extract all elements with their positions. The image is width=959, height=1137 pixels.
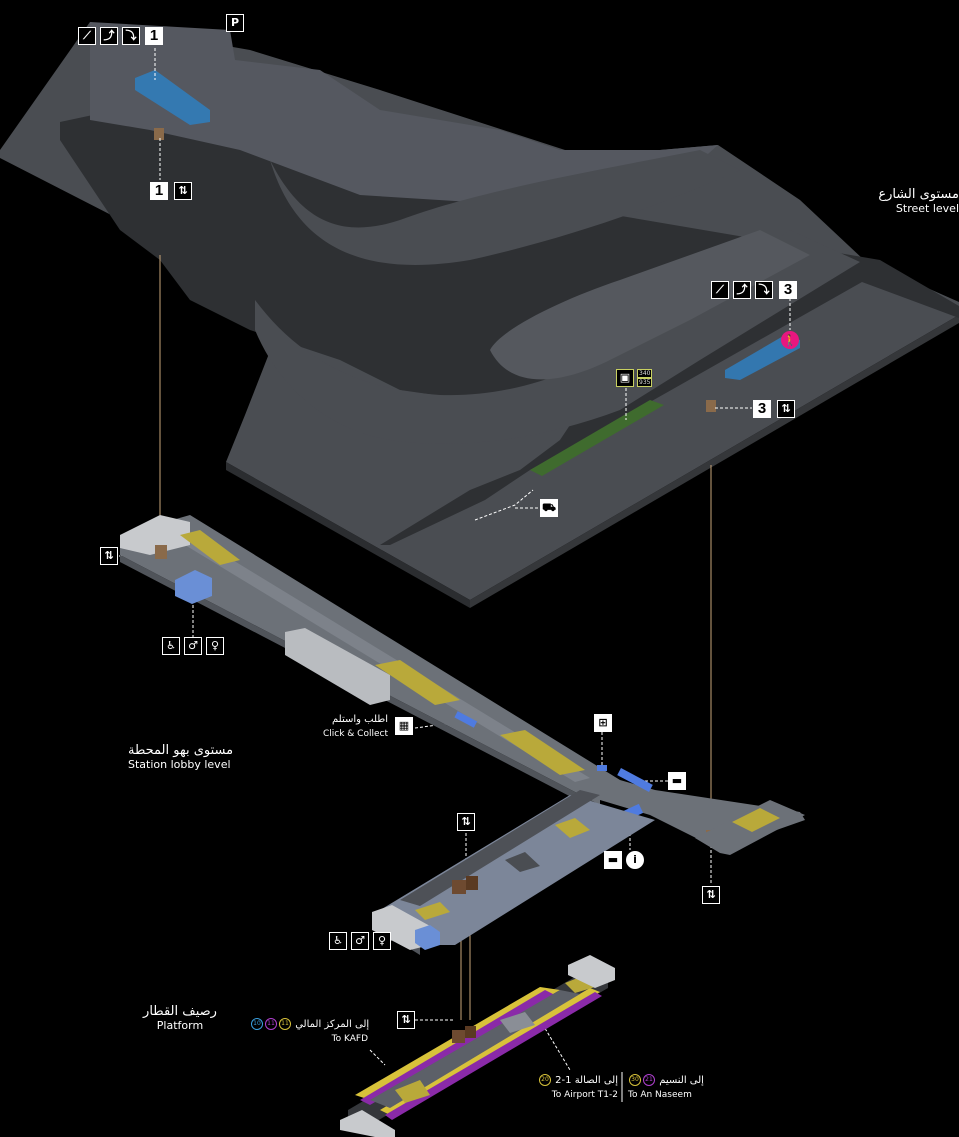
taxi-icon: ⛟ bbox=[540, 499, 558, 517]
platform-level-label: رصيف القطار Platform bbox=[140, 1005, 220, 1033]
line-badge-11: 11 bbox=[265, 1018, 277, 1030]
line-badge-20: 20 bbox=[539, 1074, 551, 1086]
elevator-icon: ⇅ bbox=[397, 1011, 415, 1029]
lobby-level-ar: مستوى بهو المحطة bbox=[128, 744, 233, 758]
destination-kafd: 101111 إلى المركز المالي To KAFD bbox=[250, 1018, 368, 1046]
escalator-down-icon: ⤵ bbox=[122, 27, 140, 45]
elevator-icon: ⇅ bbox=[100, 547, 118, 565]
click-collect-icon: ▦ bbox=[395, 717, 413, 735]
elevator-icon: ⇅ bbox=[457, 813, 475, 831]
escalator-up-icon: ⤴ bbox=[100, 27, 118, 45]
destination-kafd-ar: إلى المركز المالي bbox=[295, 1019, 369, 1030]
ticket-machine-icon: ⊞ bbox=[594, 714, 612, 732]
destination-naseem-ar: إلى النسيم bbox=[659, 1075, 704, 1086]
platform-level-plane bbox=[340, 955, 615, 1137]
bus-icon: ▣ bbox=[616, 369, 634, 387]
bus-route-340: 340 bbox=[637, 369, 652, 378]
female-toilet-icon: ♀ bbox=[206, 637, 224, 655]
elevator-icon: ⇅ bbox=[174, 182, 192, 200]
destination-airport: 20 إلى الصالة 1-2 To Airport T1-2 bbox=[522, 1074, 618, 1102]
platform-level-en: Platform bbox=[140, 1019, 220, 1033]
info-icon: i bbox=[626, 851, 644, 869]
ticket-icon: ▬ bbox=[668, 772, 686, 790]
elevator-icon: ⇅ bbox=[702, 886, 720, 904]
street-level-label: مستوى الشارع Street level bbox=[878, 188, 959, 216]
ticket-icon: ▬ bbox=[604, 851, 622, 869]
destination-naseem-en: To An Naseem bbox=[628, 1088, 718, 1102]
stairs-icon: ⟋ bbox=[78, 27, 96, 45]
entrance-3-elevator-number: 3 bbox=[753, 400, 771, 418]
elevator-icon: ⇅ bbox=[777, 400, 795, 418]
line-badge-11b: 11 bbox=[279, 1018, 291, 1030]
destination-airport-ar: إلى الصالة 1-2 bbox=[555, 1075, 618, 1086]
destination-naseem: 3021 إلى النسيم To An Naseem bbox=[628, 1074, 718, 1102]
click-collect-en: Click & Collect bbox=[320, 727, 388, 741]
wheelchair-icon: ♿ bbox=[329, 932, 347, 950]
entrance-1-elevator-number: 1 bbox=[150, 182, 168, 200]
lobby-level-en: Station lobby level bbox=[128, 758, 233, 772]
wheelchair-icon: ♿ bbox=[162, 637, 180, 655]
line-badge-30: 30 bbox=[629, 1074, 641, 1086]
lobby-level-label: مستوى بهو المحطة Station lobby level bbox=[128, 744, 233, 772]
bus-route-935: 935 bbox=[637, 378, 652, 387]
line-badge-21: 21 bbox=[643, 1074, 655, 1086]
destination-kafd-en: To KAFD bbox=[250, 1032, 368, 1046]
street-level-ar: مستوى الشارع bbox=[878, 188, 959, 202]
escalator-down-icon: ⤵ bbox=[755, 281, 773, 299]
male-toilet-icon: ♂ bbox=[184, 637, 202, 655]
click-collect-ar: اطلب واستلم bbox=[320, 713, 388, 727]
street-level-en: Street level bbox=[878, 202, 959, 216]
entrance-1-number: 1 bbox=[145, 27, 163, 45]
svg-text:🚶: 🚶 bbox=[783, 334, 797, 347]
stairs-icon: ⟋ bbox=[711, 281, 729, 299]
platform-level-ar: رصيف القطار bbox=[140, 1005, 220, 1019]
female-toilet-icon: ♀ bbox=[373, 932, 391, 950]
parking-icon: P bbox=[226, 14, 244, 32]
line-badge-10: 10 bbox=[251, 1018, 263, 1030]
entrance-3-number: 3 bbox=[779, 281, 797, 299]
street-level-plane: 🚶 bbox=[0, 22, 959, 608]
escalator-up-icon: ⤴ bbox=[733, 281, 751, 299]
click-collect-label: اطلب واستلم Click & Collect bbox=[320, 713, 388, 741]
destination-airport-en: To Airport T1-2 bbox=[522, 1088, 618, 1102]
male-toilet-icon: ♂ bbox=[351, 932, 369, 950]
